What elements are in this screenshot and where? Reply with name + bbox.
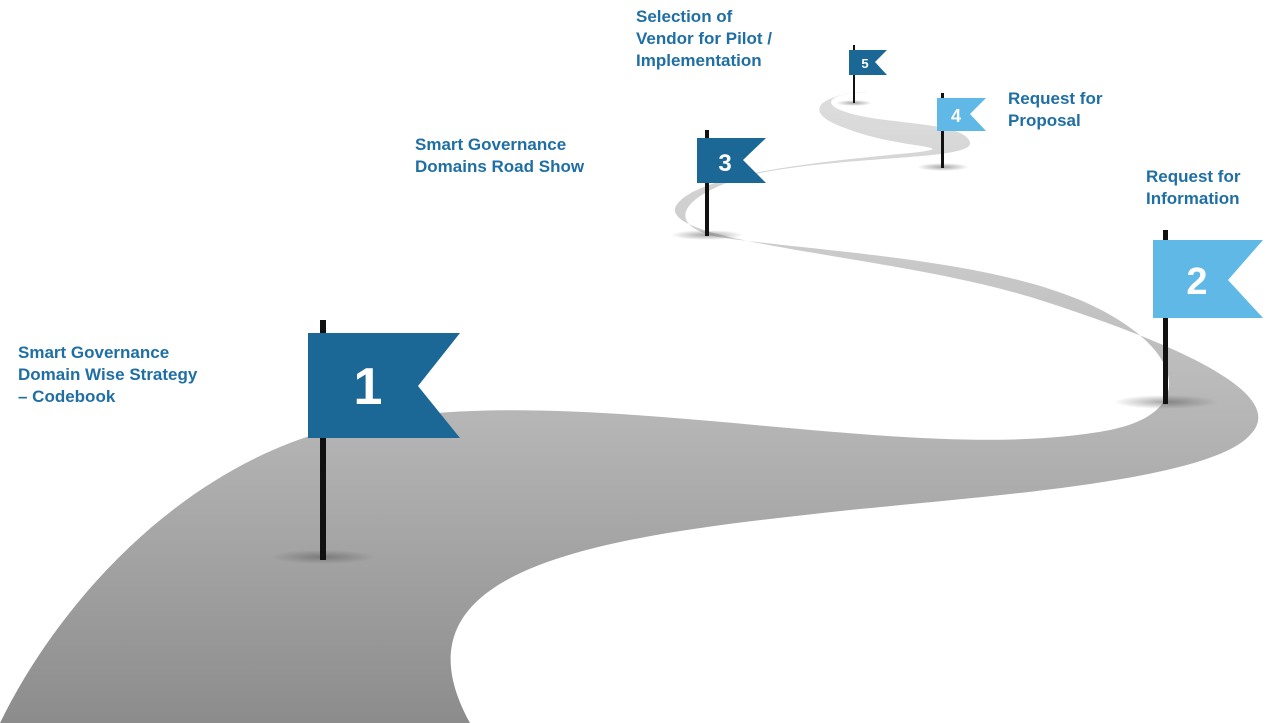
flag-1-pole <box>320 320 326 560</box>
milestone-5-label: Selection of Vendor for Pilot / Implemen… <box>636 7 773 70</box>
flag-5: 5 <box>849 45 887 103</box>
flag-2-banner <box>1153 240 1263 318</box>
flag-1: 1 <box>308 320 460 560</box>
flag-5-banner <box>849 50 887 75</box>
flag-4: 4 <box>937 93 986 168</box>
flag-2: 2 <box>1153 230 1263 404</box>
flag-4-banner <box>937 98 986 131</box>
flag-3: 3 <box>697 130 766 236</box>
flag-3-banner <box>697 138 766 183</box>
milestone-2-label: Request for Information <box>1146 167 1241 208</box>
flag-3-number: 3 <box>718 150 731 177</box>
flag-1-banner <box>308 333 460 438</box>
flag-5-number: 5 <box>861 56 868 71</box>
milestone-3-label: Smart Governance Domains Road Show <box>415 135 585 176</box>
flag-2-number: 2 <box>1186 261 1207 303</box>
flag-4-number: 4 <box>951 106 961 126</box>
road-surface <box>0 92 1259 723</box>
flag-1-number: 1 <box>354 358 383 416</box>
milestone-1-label: Smart Governance Domain Wise Strategy – … <box>18 343 198 406</box>
milestone-4-label: Request for Proposal <box>1008 89 1103 130</box>
